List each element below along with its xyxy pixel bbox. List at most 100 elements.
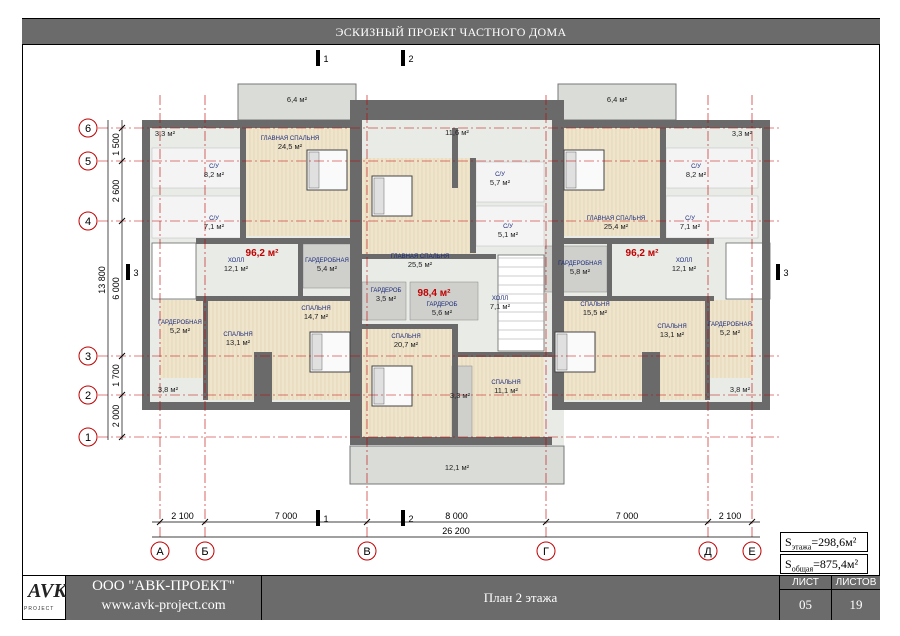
- dim-tick: [156, 518, 164, 526]
- wall: [660, 128, 666, 238]
- dim-tick: [748, 518, 756, 526]
- master-left-pillow: [308, 151, 320, 189]
- dim-text-left: 2 600: [111, 180, 121, 203]
- room-area-bath-left-1: 8,2 м²: [204, 170, 225, 179]
- room-area-storage-center: 3,3 м²: [450, 391, 471, 400]
- room-area-corner-tl: 3,3 м²: [155, 129, 176, 138]
- room-area-balcony-top-right: 6,4 м²: [607, 95, 628, 104]
- wall: [642, 352, 660, 402]
- section-mark-label: 2: [408, 54, 413, 64]
- dim-tick: [704, 518, 712, 526]
- wall: [142, 120, 150, 410]
- company-logo: AVK PROJECT: [22, 576, 67, 620]
- axis-bubble-col: [195, 541, 215, 561]
- room-label-bath-right-2: С/У: [685, 216, 695, 222]
- room-label-bath-left-1: С/У: [209, 164, 219, 170]
- room-area-dress-right-1: 5,8 м²: [570, 267, 591, 276]
- floor-area-s: S: [785, 535, 792, 549]
- wardrobe-center-2-floor: [409, 281, 479, 321]
- axis-bubble-row: [78, 211, 98, 231]
- wall: [142, 402, 350, 410]
- axis-bubble-col: [536, 541, 556, 561]
- axis-label-col: Д: [704, 546, 712, 558]
- room-area-bath-center-2: 5,1 м²: [498, 230, 519, 239]
- axis-label-row: 6: [85, 123, 91, 135]
- floor-area-sub: этажа: [791, 542, 812, 552]
- room-area-dress-left-2: 5,2 м²: [170, 326, 191, 335]
- room-area-hall-right: 12,1 м²: [672, 264, 697, 273]
- bath-center-2-tiles: [475, 205, 545, 247]
- section-mark-label: 1: [323, 514, 328, 524]
- wall: [142, 120, 350, 128]
- bath-right-2-tiles: [665, 195, 759, 239]
- dim-text-bottom: 2 100: [171, 511, 194, 521]
- company-block: ООО "АВК-ПРОЕКТ" www.avk-project.com: [66, 576, 262, 620]
- dim-tick: [118, 157, 126, 165]
- axis-bubble-row: [78, 427, 98, 447]
- section-mark: [316, 510, 320, 526]
- section-mark-label: 3: [133, 268, 138, 278]
- dim-text-bottom: 8 000: [445, 511, 468, 521]
- axis-bubble-row: [78, 118, 98, 138]
- balcony-bottom-center-floor: [349, 445, 565, 485]
- total-area-s: S: [785, 557, 792, 571]
- sheet-total-cell: ЛИСТОВ 19: [832, 576, 880, 620]
- axis-label-row: 1: [85, 432, 91, 444]
- room-area-hall-left: 12,1 м²: [224, 264, 249, 273]
- dim-text-left: 1 500: [111, 133, 121, 156]
- room-label-hall-center: ХОЛЛ: [492, 296, 508, 302]
- room-label-master-center: ГЛАВНАЯ СПАЛЬНЯ: [391, 254, 450, 260]
- room-label-dress-left-2: ГАРДЕРОБНАЯ: [158, 320, 202, 326]
- axis-label-row: 2: [85, 390, 91, 402]
- wall: [564, 402, 770, 410]
- sheet-name: План 2 этажа: [262, 576, 780, 620]
- total-area-value: =875,4м²: [813, 557, 859, 571]
- wall: [452, 128, 458, 188]
- axis-label-row: 3: [85, 351, 91, 363]
- floor-area-box: Sэтажа=298,6м²: [780, 532, 868, 552]
- section-mark: [316, 50, 320, 66]
- axis-label-col: Е: [748, 546, 755, 558]
- section-mark: [126, 264, 130, 280]
- axis-bubble-row: [78, 346, 98, 366]
- room-label-bed-left-2: СПАЛЬНЯ: [223, 332, 252, 338]
- dim-tick: [363, 518, 371, 526]
- dim-tick: [118, 391, 126, 399]
- sheet-number-cell: ЛИСТ 05: [780, 576, 832, 620]
- room-area-corner-bl: 3,8 м²: [158, 385, 179, 394]
- room-area-master-center: 25,5 м²: [408, 260, 433, 269]
- wall: [196, 296, 354, 301]
- dim-text-left-total: 13 800: [97, 266, 107, 294]
- axis-bubble-row: [78, 385, 98, 405]
- axis-bubble-col: [357, 541, 377, 561]
- bed-right-2-pillow: [556, 333, 568, 371]
- bed-left-2-pillow: [311, 333, 323, 371]
- company-website[interactable]: www.avk-project.com: [101, 598, 226, 613]
- room-label-bed-right-2: СПАЛЬНЯ: [657, 324, 686, 330]
- room-area-balcony-top-left: 6,4 м²: [287, 95, 308, 104]
- stair-left: [151, 242, 197, 300]
- wall: [196, 238, 354, 244]
- bed-center-1-pillow: [373, 367, 385, 405]
- title-block: AVK PROJECT ООО "АВК-ПРОЕКТ" www.avk-pro…: [22, 575, 880, 620]
- wall: [564, 120, 770, 128]
- room-area-hall-center: 7,1 м²: [490, 302, 511, 311]
- wall: [762, 120, 770, 410]
- section-mark: [401, 510, 405, 526]
- wardrobe-center-1-floor: [361, 281, 407, 321]
- axis-bubble-col: [698, 541, 718, 561]
- unit-total-total-right: 96,2 м²: [626, 248, 660, 259]
- axis-bubble-col: [150, 541, 170, 561]
- room-area-bed-right-1: 15,5 м²: [583, 308, 608, 317]
- dim-tick: [118, 124, 126, 132]
- section-mark-label: 3: [783, 268, 788, 278]
- room-area-master-right: 25,4 м²: [604, 222, 629, 231]
- sheet-number-label: ЛИСТ: [780, 576, 831, 590]
- dress-left-1-floor: [302, 243, 354, 289]
- room-area-corner-br: 3,8 м²: [730, 385, 751, 394]
- total-area-box: Sобщая=875,4м²: [780, 554, 868, 574]
- room-label-wardrobe-center-1: ГАРДЕРОБ: [371, 288, 402, 294]
- wall: [350, 100, 564, 120]
- room-area-bed-left-2: 13,1 м²: [226, 338, 251, 347]
- room-area-terrace-top-center: 11,6 м²: [445, 128, 469, 137]
